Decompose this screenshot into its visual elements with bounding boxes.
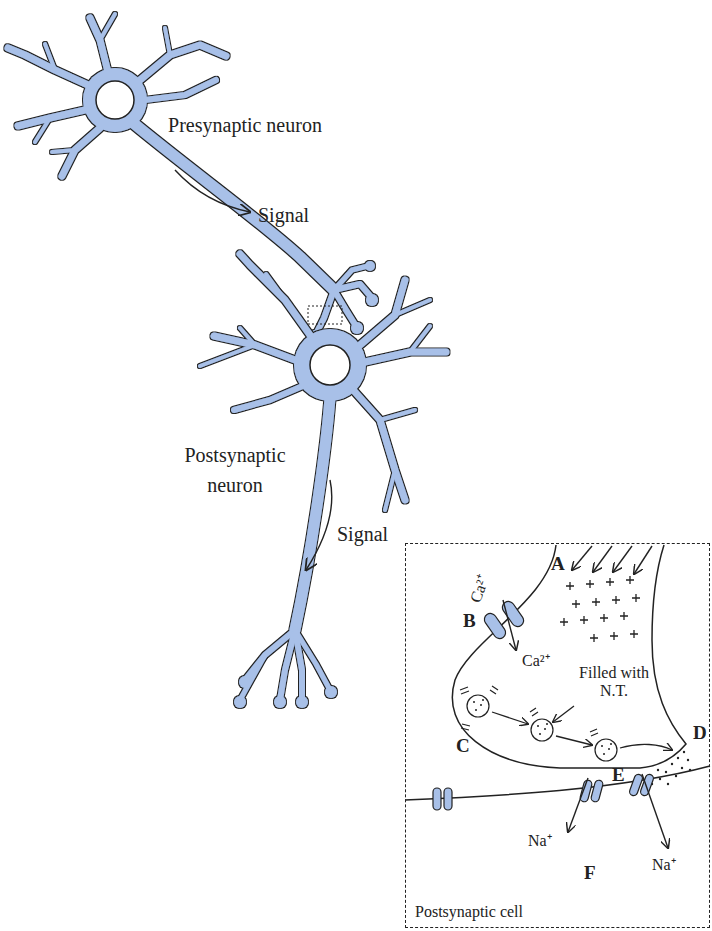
ion-label: Na⁺ (652, 856, 676, 874)
calcium-arrow (503, 600, 516, 650)
negative-charges (460, 686, 598, 736)
vesicle-arrows (492, 706, 672, 750)
neuron-label: Presynaptic neuron (165, 110, 325, 140)
signal-arrow (175, 170, 250, 212)
callout-letter: E (612, 764, 625, 786)
action-potential-arrows (572, 546, 652, 574)
region-label: Postsynaptic cell (415, 903, 523, 921)
ion-label: Ca²⁺ (467, 573, 493, 605)
neurotransmitter-dots (473, 699, 691, 785)
sodium-arrow (642, 774, 668, 848)
signal-arrow (306, 480, 332, 570)
callout-letter: C (456, 735, 470, 757)
zoom-box (308, 306, 342, 324)
vesicles (467, 695, 617, 761)
callout-letter: F (584, 862, 596, 884)
sodium-arrow (568, 778, 588, 832)
presynaptic-neuron (8, 14, 378, 342)
callout-letter: B (463, 610, 476, 632)
positive-charges (560, 576, 640, 642)
note-label: Filled with N.T. (566, 664, 662, 700)
signal-label: Signal (258, 200, 309, 230)
axon-terminal (452, 545, 686, 768)
ion-label: Na⁺ (528, 832, 552, 850)
nucleus (310, 345, 350, 385)
signal-label: Signal (337, 519, 388, 549)
callout-letter: D (693, 722, 707, 744)
callout-letter: A (551, 553, 565, 575)
ion-label: Ca²⁺ (522, 652, 550, 670)
nucleus (96, 81, 134, 119)
neuron-label: Postsynaptic neuron (155, 440, 315, 500)
